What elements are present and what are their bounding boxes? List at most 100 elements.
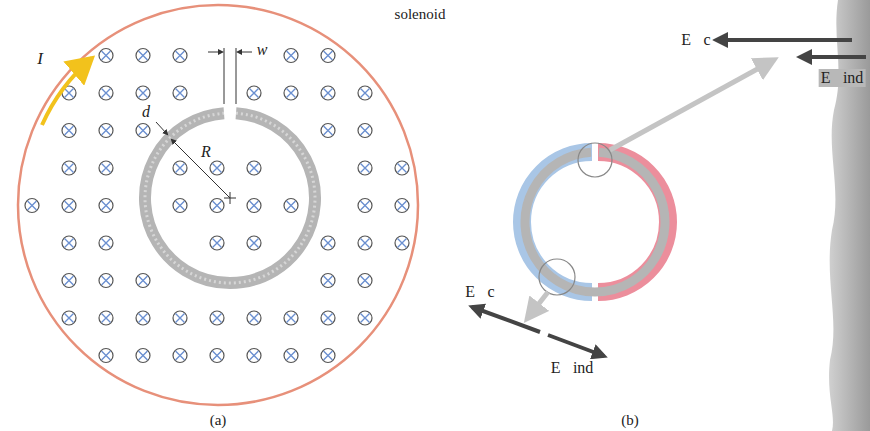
gap-dimension <box>208 48 252 104</box>
field-symbol-cross <box>65 314 74 323</box>
field-symbol <box>99 49 113 63</box>
field-symbol <box>136 311 150 325</box>
field-label: E⃗ind <box>549 359 596 377</box>
field-symbol <box>62 236 76 250</box>
field-symbol <box>210 236 224 250</box>
field-symbol-cross <box>139 351 148 360</box>
conducting-ring <box>525 152 665 292</box>
field-symbol-cross <box>287 314 296 323</box>
field-symbol-cross <box>102 201 111 210</box>
field-symbol <box>395 236 409 250</box>
field-symbol-cross <box>250 164 259 173</box>
field-symbol <box>210 311 224 325</box>
field-symbol-cross <box>287 89 296 98</box>
field-symbol <box>173 49 187 63</box>
field-symbol-cross <box>213 351 222 360</box>
field-symbol <box>62 199 76 213</box>
field-symbol-cross <box>324 126 333 135</box>
field-symbol <box>247 199 261 213</box>
field-symbol <box>99 161 113 175</box>
field-symbol-cross <box>102 239 111 248</box>
dimension-label: d <box>140 103 152 121</box>
field-symbol <box>395 161 409 175</box>
radius-line <box>172 140 230 198</box>
field-symbol-cross <box>102 351 111 360</box>
dimension-label: R <box>199 143 213 161</box>
current-arrow <box>42 58 92 125</box>
wall-surface <box>829 0 870 431</box>
field-symbol <box>321 124 335 138</box>
induced-field-arrow <box>800 55 866 59</box>
field-symbol-cross <box>250 351 259 360</box>
field-symbol-cross <box>176 164 185 173</box>
field-symbol <box>247 86 261 100</box>
field-symbol-cross <box>361 314 370 323</box>
field-symbol-cross <box>65 126 74 135</box>
field-symbol-cross <box>324 51 333 60</box>
field-symbol <box>173 199 187 213</box>
field-symbol-cross <box>398 239 407 248</box>
field-symbol-cross <box>324 239 333 248</box>
field-symbol-cross <box>213 239 222 248</box>
ring-texture <box>145 113 315 283</box>
field-symbol <box>284 86 298 100</box>
field-symbol <box>321 311 335 325</box>
field-symbol <box>247 161 261 175</box>
field-symbol-cross <box>176 314 185 323</box>
field-symbol-cross <box>361 89 370 98</box>
field-symbol-cross <box>139 314 148 323</box>
field-symbol-cross <box>287 51 296 60</box>
field-symbol <box>321 274 335 288</box>
field-symbol-cross <box>176 201 185 210</box>
field-symbol-cross <box>102 126 111 135</box>
field-symbol-cross <box>102 164 111 173</box>
field-symbol <box>358 311 372 325</box>
field-symbol-cross <box>176 89 185 98</box>
field-symbol-cross <box>139 51 148 60</box>
field-symbol-cross <box>398 164 407 173</box>
field-symbol-cross <box>102 276 111 285</box>
field-symbol <box>173 349 187 363</box>
field-symbol-cross <box>65 201 74 210</box>
field-symbol <box>99 124 113 138</box>
field-symbol <box>62 161 76 175</box>
field-symbol-cross <box>361 164 370 173</box>
field-symbol <box>136 124 150 138</box>
field-symbol <box>210 199 224 213</box>
field-symbol-cross <box>287 351 296 360</box>
field-symbol-cross <box>65 239 74 248</box>
zoom-circle <box>578 143 612 177</box>
field-symbol <box>62 124 76 138</box>
panel-label: (b) <box>619 412 641 429</box>
panel-label: (a) <box>208 412 229 429</box>
coulomb-field-arrow <box>716 38 852 42</box>
field-symbol <box>321 236 335 250</box>
field-symbol <box>284 199 298 213</box>
field-symbol-cross <box>250 314 259 323</box>
field-symbol-cross <box>213 164 222 173</box>
field-symbol <box>321 86 335 100</box>
field-symbol <box>284 311 298 325</box>
field-symbol-cross <box>139 276 148 285</box>
field-symbol-cross <box>213 201 222 210</box>
conducting-ring <box>145 113 315 283</box>
field-symbol <box>136 349 150 363</box>
field-symbol-cross <box>65 164 74 173</box>
field-symbol <box>136 86 150 100</box>
part-name: solenoid <box>393 6 448 23</box>
field-symbol <box>247 236 261 250</box>
field-symbol-cross <box>65 276 74 285</box>
field-symbol <box>358 86 372 100</box>
field-symbol-cross <box>324 276 333 285</box>
field-symbol <box>247 349 261 363</box>
field-symbol-cross <box>361 239 370 248</box>
field-symbol-cross <box>139 89 148 98</box>
field-symbol-cross <box>250 201 259 210</box>
field-symbol-cross <box>102 51 111 60</box>
field-symbol-cross <box>361 276 370 285</box>
field-symbol <box>99 86 113 100</box>
positive-charge-region <box>598 152 668 292</box>
field-symbol <box>358 236 372 250</box>
